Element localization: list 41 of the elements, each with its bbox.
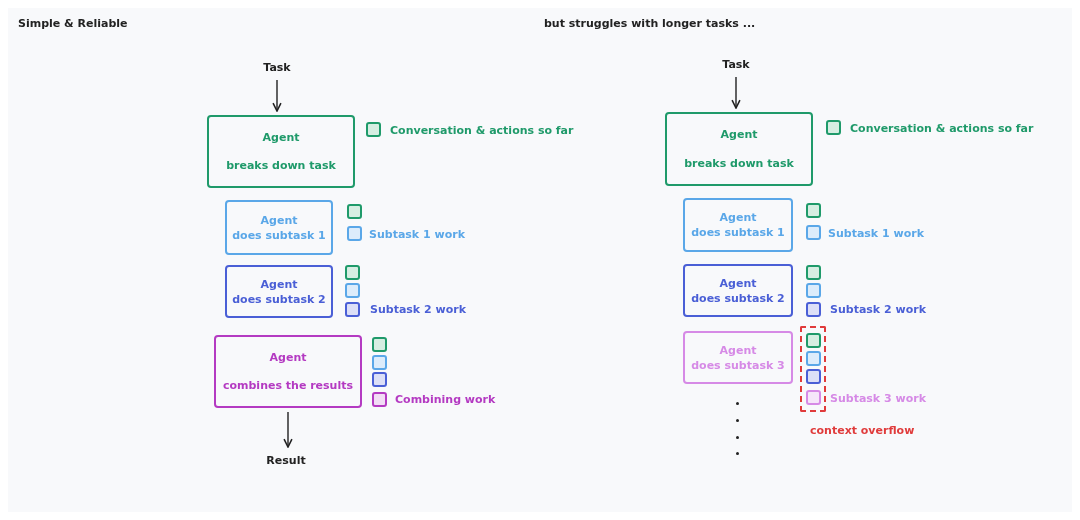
context-note: Subtask 3 work <box>830 392 926 405</box>
agent-text: Agent <box>260 277 298 291</box>
context-note: Subtask 1 work <box>828 227 924 240</box>
agent-text: does subtask 1 <box>232 228 326 242</box>
agent-text: breaks down task <box>684 157 794 170</box>
agent-box <box>683 331 793 384</box>
agent-text: does subtask 3 <box>691 358 785 372</box>
agent-text: does subtask 1 <box>691 226 785 239</box>
io-label: Task <box>247 58 307 76</box>
agent-box <box>683 198 793 252</box>
context-note: Conversation & actions so far <box>850 122 1034 135</box>
agent-text: Agent <box>719 211 757 224</box>
agent-text: Agent <box>262 130 300 144</box>
io-label: Task <box>706 55 766 73</box>
agent-text: Agent <box>260 213 298 227</box>
heading-label: but struggles with longer tasks ... <box>544 17 756 30</box>
arrow <box>731 76 741 109</box>
agent-box <box>665 112 813 186</box>
context-note: Subtask 2 work <box>370 303 466 316</box>
arrow <box>272 79 282 112</box>
agent-box <box>683 264 793 317</box>
io-label: Result <box>256 451 316 469</box>
agent-text: Agent <box>719 276 757 290</box>
agent-text: does subtask 2 <box>232 292 326 306</box>
agent-box <box>214 335 362 408</box>
agent-box <box>207 115 355 188</box>
heading-label: Simple & Reliable <box>18 17 128 30</box>
agent-text: does subtask 2 <box>691 291 785 305</box>
agent-text: breaks down task <box>226 159 336 173</box>
context-note: Conversation & actions so far <box>390 124 574 137</box>
arrow <box>283 411 293 448</box>
agent-text: combines the results <box>222 379 354 393</box>
agent-text: Agent <box>720 128 758 141</box>
context-note: Subtask 1 work <box>369 228 465 241</box>
agent-text: Agent <box>269 350 307 364</box>
agent-text: Agent <box>719 343 757 357</box>
context-note: Combining work <box>395 393 496 406</box>
warning-label: context overflow <box>810 424 915 437</box>
agent-box <box>225 200 333 255</box>
context-note: Subtask 2 work <box>830 303 926 316</box>
agent-box <box>225 265 333 318</box>
